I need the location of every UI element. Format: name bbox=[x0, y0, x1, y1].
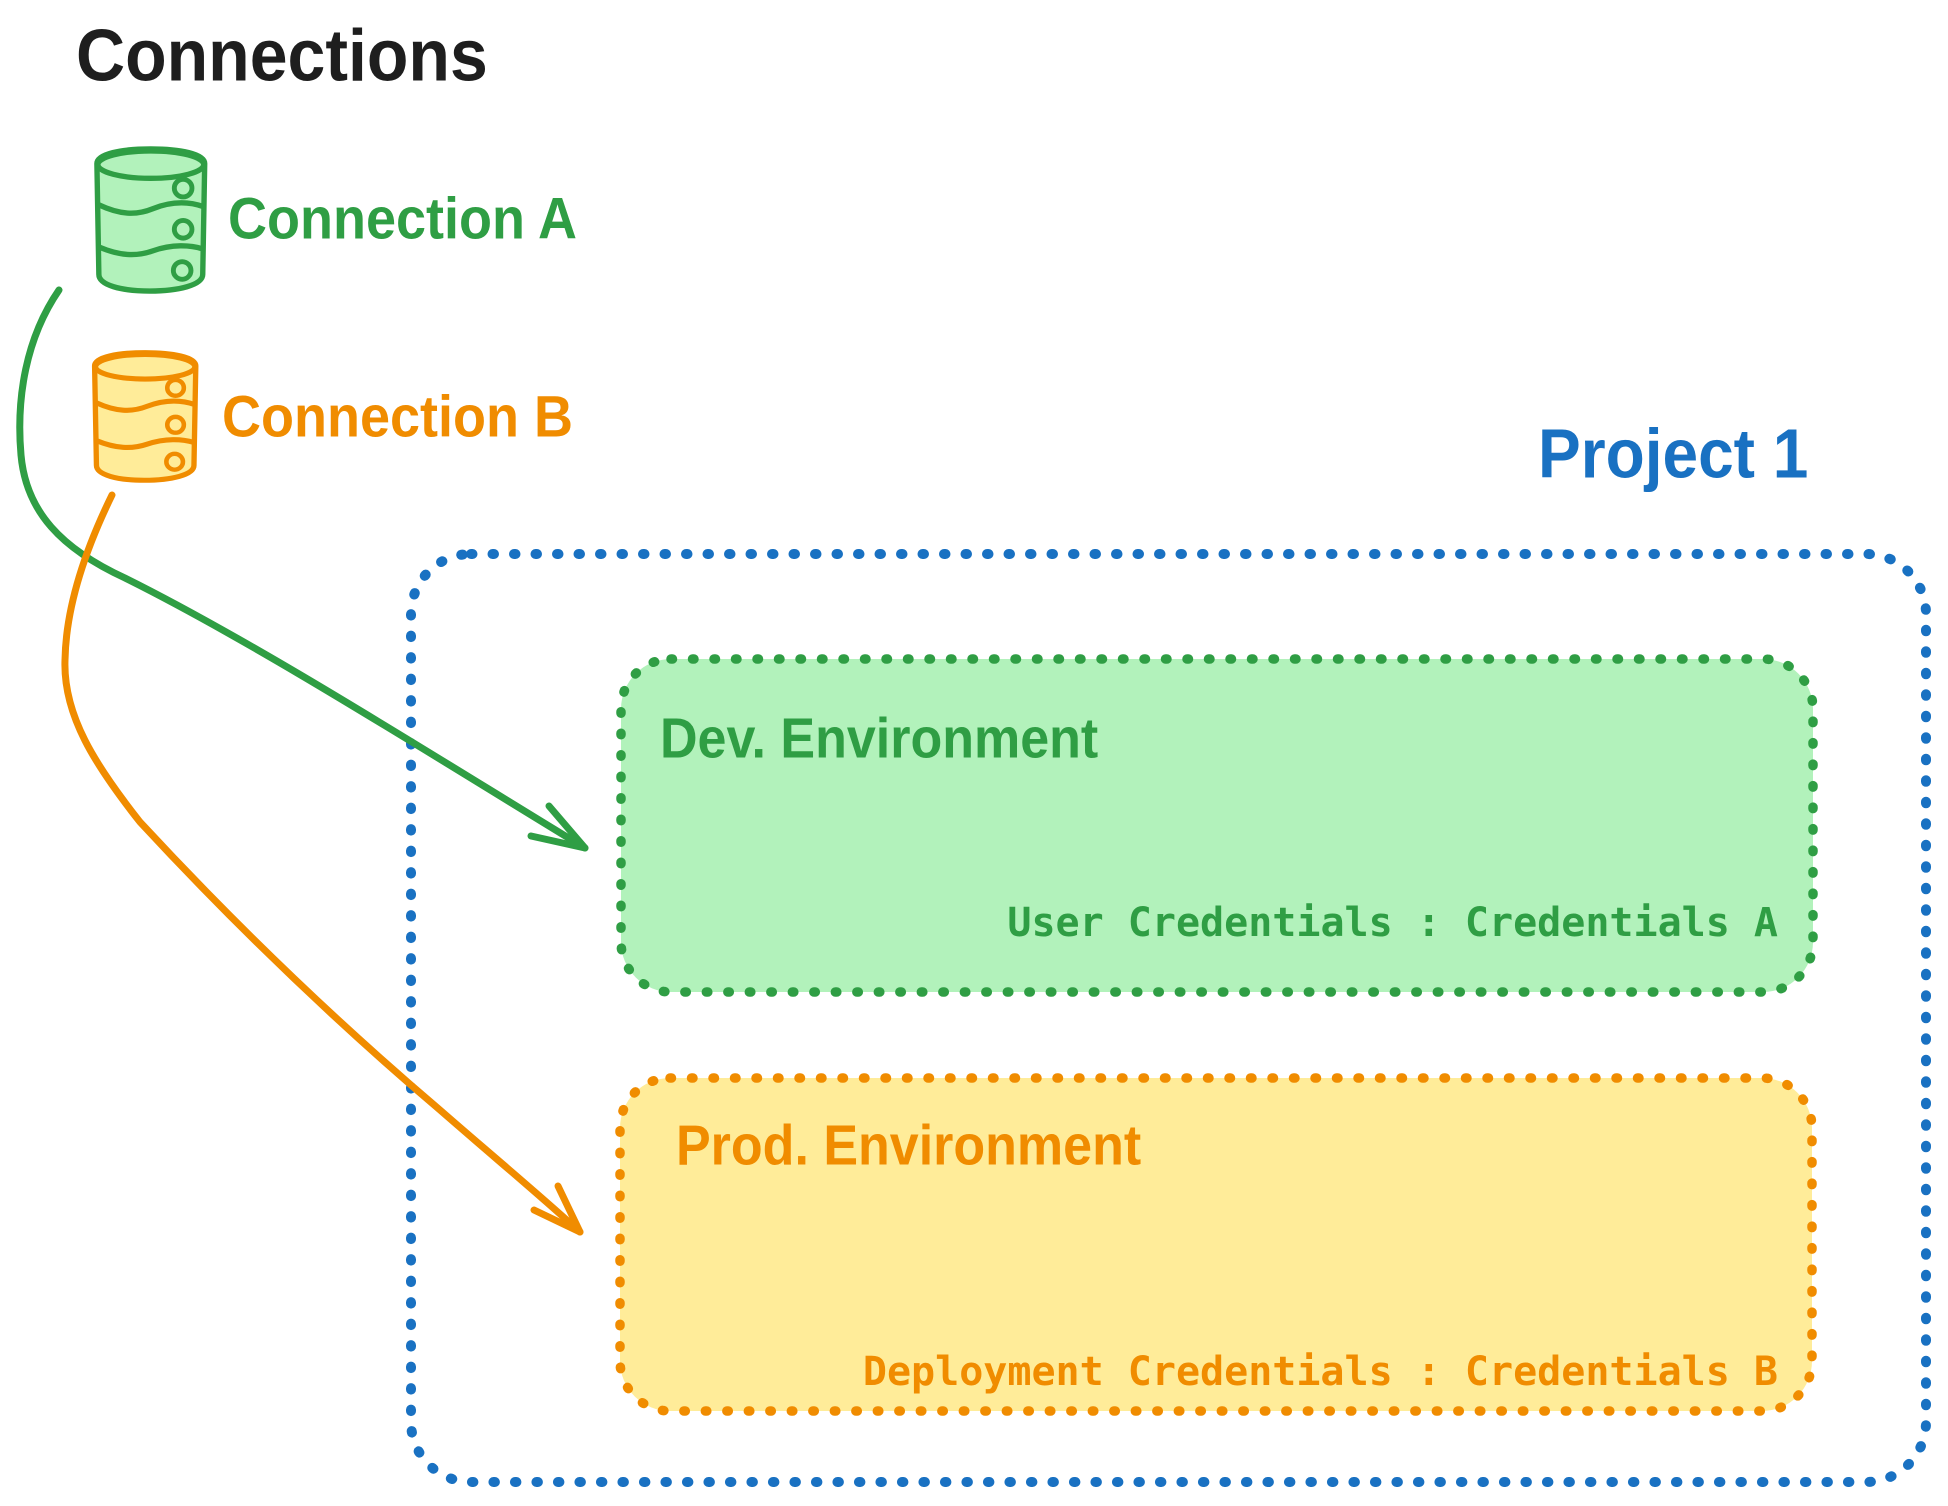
connection-a-arrow-shaft bbox=[16, 286, 589, 852]
connection-b-arrow bbox=[61, 491, 584, 1236]
connection-b-label: Connection B bbox=[222, 384, 573, 450]
dev-environment-title: Dev. Environment bbox=[660, 707, 1099, 771]
project-boundary-box bbox=[406, 549, 1931, 1487]
connection-a-arrowhead-icon bbox=[527, 802, 589, 852]
prod-environment-credentials: Deployment Credentials : Credentials B bbox=[862, 1349, 1778, 1395]
diagram-title: Connections bbox=[76, 14, 488, 97]
project-title: Project 1 bbox=[1538, 414, 1809, 493]
database-icon-connection-a bbox=[94, 146, 208, 294]
connection-b-arrow-shaft bbox=[61, 491, 584, 1236]
connection-a-label: Connection A bbox=[228, 186, 577, 252]
connection-a-arrow bbox=[16, 286, 589, 852]
database-icon-connection-b bbox=[91, 350, 199, 483]
dev-environment-box bbox=[616, 654, 1818, 997]
connection-b-arrowhead-icon bbox=[530, 1182, 584, 1236]
dev-environment-credentials: User Credentials : Credentials A bbox=[1007, 900, 1778, 946]
prod-environment-box bbox=[615, 1073, 1817, 1416]
prod-environment-title: Prod. Environment bbox=[676, 1114, 1142, 1178]
